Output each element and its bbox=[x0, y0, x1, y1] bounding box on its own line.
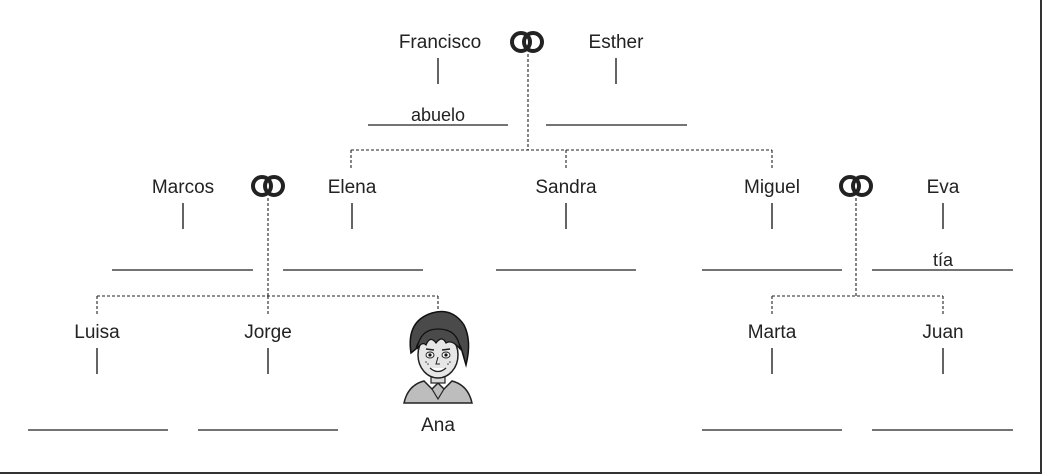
wedding-rings-icon bbox=[839, 175, 873, 197]
name-ana: Ana bbox=[421, 415, 455, 436]
wedding-rings-icon bbox=[510, 31, 544, 53]
wedding-rings-icon bbox=[251, 175, 285, 197]
answer-francisco: abuelo bbox=[411, 105, 465, 125]
name-francisco: Francisco bbox=[399, 32, 481, 53]
ana-portrait-icon bbox=[403, 310, 473, 404]
name-miguel: Miguel bbox=[744, 177, 800, 198]
name-luisa: Luisa bbox=[74, 322, 120, 343]
name-esther: Esther bbox=[589, 32, 645, 53]
name-marcos: Marcos bbox=[152, 177, 214, 198]
name-elena: Elena bbox=[328, 177, 377, 198]
name-sandra: Sandra bbox=[535, 177, 597, 198]
name-jorge: Jorge bbox=[244, 322, 292, 343]
name-eva: Eva bbox=[927, 177, 960, 198]
name-juan: Juan bbox=[922, 322, 963, 343]
name-marta: Marta bbox=[748, 322, 797, 343]
answer-eva: tía bbox=[933, 250, 954, 270]
